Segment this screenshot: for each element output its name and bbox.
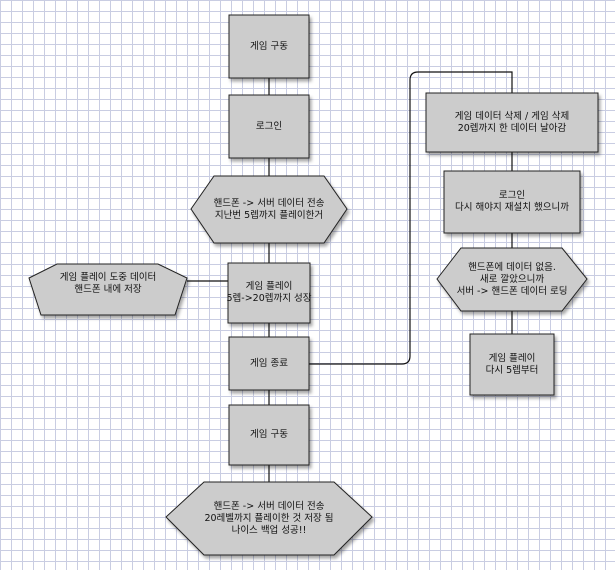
sync-backup-label: 핸드폰 -> 서버 데이터 전송 20레벨까지 플레이한 것 저장 됨 나이스 … bbox=[204, 500, 334, 536]
start-game-box bbox=[228, 14, 310, 79]
delete-data-label: 게임 데이터 삭제 / 게임 삭제 20렙까지 한 데이터 날아감 bbox=[454, 110, 570, 134]
relogin-box bbox=[443, 170, 581, 234]
start-game-label: 게임 구동 bbox=[250, 40, 288, 52]
quit-game-label: 게임 종료 bbox=[250, 357, 288, 369]
login-label: 로그인 bbox=[255, 120, 283, 132]
login-box bbox=[228, 94, 310, 159]
restart-game-label: 게임 구동 bbox=[250, 429, 288, 440]
play-level-up-box bbox=[227, 262, 311, 324]
play-level-up-label: 게임 플레이 5렙->20렙까지 성장 bbox=[226, 281, 312, 304]
no-data-load-hexagon bbox=[436, 247, 588, 312]
local-save-label: 게임 플레이 도중 데이터 핸드폰 내에 저장 bbox=[59, 272, 157, 295]
play-again-label: 게임 플레이 다시 5렙부터 bbox=[485, 352, 539, 376]
sync-to-server-hexagon bbox=[190, 175, 348, 244]
play-again-box bbox=[469, 333, 555, 396]
delete-data-box bbox=[425, 92, 599, 153]
sync-to-server-label: 핸드폰 -> 서버 데이터 전송 지난번 5렙까지 플레이한거 bbox=[213, 197, 325, 221]
connector-quit-delete bbox=[309, 71, 513, 365]
relogin-label: 로그인 다시 해야지 재설치 했으니까 bbox=[455, 190, 569, 213]
connectors bbox=[187, 71, 513, 482]
no-data-load-label: 핸드폰에 데이터 없음. 새로 깔았으니까 서버 -> 핸드폰 데이터 로딩 bbox=[456, 261, 568, 297]
restart-game-box bbox=[228, 404, 310, 466]
local-save-pentagon bbox=[28, 263, 188, 316]
quit-game-box bbox=[228, 336, 310, 391]
sync-backup-hexagon bbox=[165, 481, 373, 556]
